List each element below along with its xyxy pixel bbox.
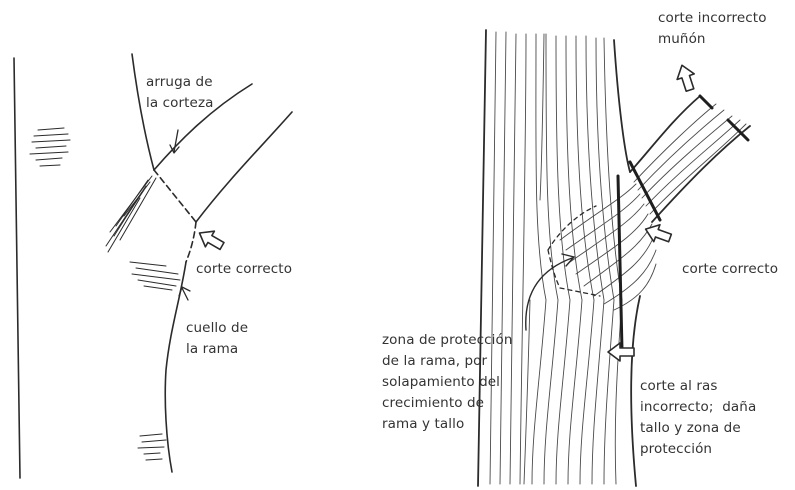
correct-cut-dashed-line — [185, 221, 197, 263]
stub-cut-mark — [698, 94, 714, 110]
outline-arrow-icon — [607, 342, 635, 362]
bark-hatch-lower — [137, 433, 167, 461]
branch-collar-hatch — [129, 261, 181, 291]
bark-wrinkle-hatch — [105, 175, 157, 253]
branch-grain — [633, 103, 747, 215]
correct-cut-mark — [628, 160, 662, 222]
outline-arrow-icon — [198, 230, 225, 251]
flush-cut-label: corte al ras incorrecto; daña tallo y zo… — [640, 378, 757, 457]
branch-lower-edge — [195, 111, 293, 223]
stub-cut-mark-2 — [726, 118, 750, 142]
incorrect-stub-label: corte incorrecto muñón — [658, 10, 767, 47]
left-trunk-edge — [13, 57, 21, 479]
collar-pointer — [178, 286, 191, 301]
bark-wrinkle-pointer — [169, 129, 180, 154]
trunk-right-edge — [613, 39, 631, 173]
correct-cut-label-right: corte correcto — [682, 261, 779, 277]
flush-cut-mark — [616, 174, 624, 352]
branch-upper-edge — [153, 83, 253, 171]
outline-arrow-icon — [644, 223, 673, 243]
cut-marks — [616, 94, 750, 352]
correct-cut-label-left: corte correcto — [196, 261, 293, 277]
branch-top-edge — [629, 95, 701, 173]
protection-zone-pointer — [525, 253, 576, 331]
bark-ridge-dashed-line — [153, 169, 197, 223]
outline-arrow-icon — [676, 64, 696, 93]
bark-hatch-upper — [29, 127, 71, 167]
trunk-left-edge — [477, 29, 487, 487]
branch-bottom-edge — [651, 125, 751, 223]
stem-left-edge — [131, 53, 155, 171]
trunk-right-lower-edge — [630, 295, 641, 487]
bark-wrinkle-label: arruga de la corteza — [146, 74, 214, 111]
branch-collar-label: cuello de la rama — [186, 320, 249, 357]
protection-zone-label: zona de protección de la rama, por solap… — [382, 332, 513, 432]
protection-zone-dashed-outline — [547, 205, 601, 297]
